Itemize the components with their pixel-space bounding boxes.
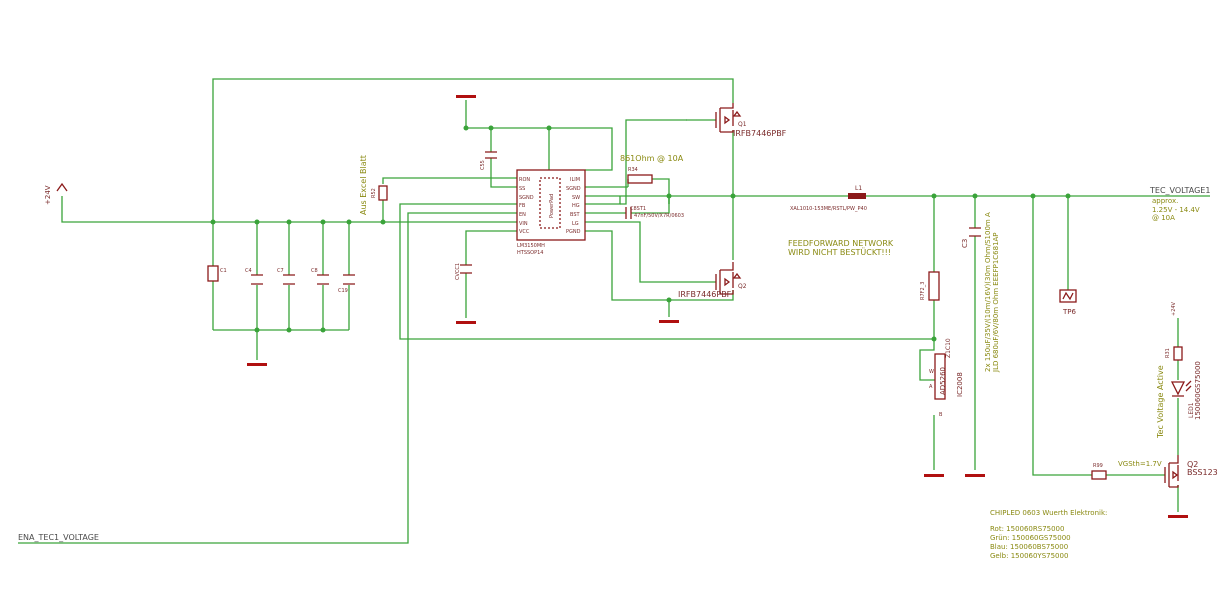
ron-resistor: R52	[371, 185, 388, 201]
approx-title: approx.	[1152, 197, 1178, 205]
notes-line-green: Grün: 150060GS75000	[990, 534, 1071, 542]
vgs-note: VGSth=1.7V	[1118, 460, 1162, 468]
svg-text:B: B	[939, 412, 943, 418]
svg-text:Q2: Q2	[1187, 460, 1198, 469]
feedback-resistor: R7F2_3	[920, 271, 940, 301]
bootstrap-capacitor: C8ST1 47nF/50V/X7R/0603	[625, 206, 684, 219]
svg-text:47nF/50V/X7R/0603: 47nF/50V/X7R/0603	[634, 213, 684, 219]
tec-active-note: Tec Voltage Active	[1156, 365, 1165, 439]
testpoint: TP6	[1059, 289, 1077, 316]
svg-text:BSS123: BSS123	[1187, 468, 1218, 477]
inductor: L1 XAL1010-153ME/RSTL/PW_P40	[790, 185, 867, 212]
svg-text:LM3150MH: LM3150MH	[517, 243, 545, 249]
svg-text:R52: R52	[371, 188, 377, 198]
svg-text:HTSSOP14: HTSSOP14	[517, 250, 543, 256]
svg-text:LED1: LED1	[1188, 402, 1195, 418]
low-side-mosfet	[715, 262, 742, 295]
svg-text:HG: HG	[572, 203, 580, 209]
svg-text:XAL1010-153ME/RSTL/PW_P40: XAL1010-153ME/RSTL/PW_P40	[790, 206, 867, 212]
ground-icon	[247, 363, 267, 366]
svg-text:C8ST1: C8ST1	[630, 206, 646, 212]
ground-icon	[456, 95, 476, 98]
svg-text:Q2: Q2	[738, 283, 747, 290]
supply-24v-symbol: +24V	[44, 182, 68, 205]
svg-text:SW: SW	[572, 195, 580, 201]
svg-text:C19: C19	[338, 288, 348, 294]
rlim-note: 861Ohm @ 10A	[620, 154, 684, 163]
svg-text:TP6: TP6	[1062, 308, 1076, 316]
ss-vcc-capacitors: C55 CVCC1	[455, 151, 497, 280]
approx-current: @ 10A	[1152, 214, 1175, 222]
svg-text:R7F2_3: R7F2_3	[920, 282, 926, 300]
svg-text:EN: EN	[519, 212, 526, 218]
ground-icon	[659, 320, 679, 323]
svg-text:AD5260: AD5260	[939, 367, 947, 395]
cap-out-note-2: JLD 680uF/6V/80m Ohm EEEFP1C681AP	[992, 232, 1000, 373]
svg-text:C8: C8	[311, 268, 318, 274]
notes-line-blue: Blau: 150060BS75000	[990, 543, 1068, 551]
input-capacitors: C1 C4 C7 C8 C19	[207, 265, 355, 294]
ground-symbols	[247, 95, 1188, 518]
annotations: Aus Excel Blatt 861Ohm @ 10A approx. 1.2…	[359, 154, 1200, 468]
svg-text:+24V: +24V	[1171, 301, 1177, 316]
feedforward-note-1: FEEDFORWARD NETWORK	[788, 239, 894, 248]
svg-text:C7: C7	[277, 268, 284, 274]
svg-text:C3: C3	[961, 239, 969, 248]
svg-text:Q1: Q1	[738, 121, 747, 128]
svg-text:VCC: VCC	[519, 229, 530, 235]
svg-text:CVCC1: CVCC1	[455, 263, 461, 280]
high-side-mosfet	[715, 103, 742, 133]
aus-excel-note: Aus Excel Blatt	[359, 155, 368, 215]
chipled-notes: CHIPLED 0603 Wuerth Elektronik: Rot: 150…	[990, 509, 1107, 560]
svg-text:R99: R99	[1093, 463, 1103, 469]
svg-text:C4: C4	[245, 268, 252, 274]
tec-voltage-net-label: TEC_VOLTAGE1	[1149, 186, 1210, 195]
svg-text:BST: BST	[570, 212, 581, 218]
supply-label: +24V	[44, 185, 52, 205]
svg-text:PowerPad: PowerPad	[549, 194, 555, 218]
ground-icon	[965, 474, 985, 477]
ground-icon	[456, 321, 476, 324]
controller-ic: PowerPad RON SS SGND FB EN VIN VCC ILIM …	[516, 169, 586, 256]
svg-text:C1: C1	[220, 268, 227, 274]
junctions	[210, 125, 1071, 342]
notes-line-yellow: Gelb: 150060YS75000	[990, 552, 1068, 560]
ilim-resistor: R34	[627, 167, 653, 184]
cap-out-note-1: 2x 150uF/35V/(10m/16V)(30m Ohm/S100m A	[984, 212, 992, 372]
approx-range: 1.25V - 14.4V	[1152, 206, 1200, 214]
svg-text:FB: FB	[519, 203, 526, 209]
svg-text:A: A	[929, 384, 933, 390]
svg-text:VIN: VIN	[519, 221, 528, 227]
svg-text:ILIM: ILIM	[570, 177, 580, 183]
svg-text:W: W	[929, 369, 934, 375]
svg-text:L1: L1	[855, 185, 862, 192]
output-capacitor: C3	[961, 227, 981, 248]
svg-text:IC2008: IC2008	[956, 372, 964, 397]
svg-text:150060GS75000: 150060GS75000	[1194, 361, 1202, 420]
mosfet-labels: IRFB7446PBF IRFB7446PBF Q1 Q2	[678, 121, 787, 299]
ground-icon	[924, 474, 944, 477]
svg-text:R34: R34	[628, 167, 638, 173]
svg-text:SS: SS	[519, 186, 525, 192]
wires	[18, 78, 1210, 544]
svg-text:Z1C10: Z1C10	[945, 338, 952, 358]
notes-line-red: Rot: 150060RS75000	[990, 525, 1064, 533]
high-side-mosfet-label: IRFB7446PBF	[733, 129, 787, 138]
svg-text:SGND: SGND	[519, 195, 534, 201]
led-indicator: +24V R31 LED1 150060GS75000 R99 Q2 BSS12…	[1091, 301, 1218, 488]
ground-icon	[1168, 515, 1188, 518]
enable-net-label: ENA_TEC1_VOLTAGE	[18, 533, 99, 542]
svg-text:PGND: PGND	[566, 229, 581, 235]
feedforward-note-2: WIRD NICHT BESTÜCKT!!!	[788, 247, 891, 257]
low-side-mosfet-label: IRFB7446PBF	[678, 290, 732, 299]
notes-title: CHIPLED 0603 Wuerth Elektronik:	[990, 509, 1107, 517]
svg-text:LG: LG	[572, 221, 579, 227]
svg-text:SGND: SGND	[566, 186, 581, 192]
digital-potentiometer: W B A Z1C10 AD5260 IC2008	[929, 338, 964, 418]
svg-text:C55: C55	[480, 160, 486, 170]
svg-text:RON: RON	[519, 177, 530, 183]
net-labels: TEC_VOLTAGE1 ENA_TEC1_VOLTAGE	[18, 186, 1210, 542]
svg-text:R31: R31	[1165, 348, 1171, 358]
